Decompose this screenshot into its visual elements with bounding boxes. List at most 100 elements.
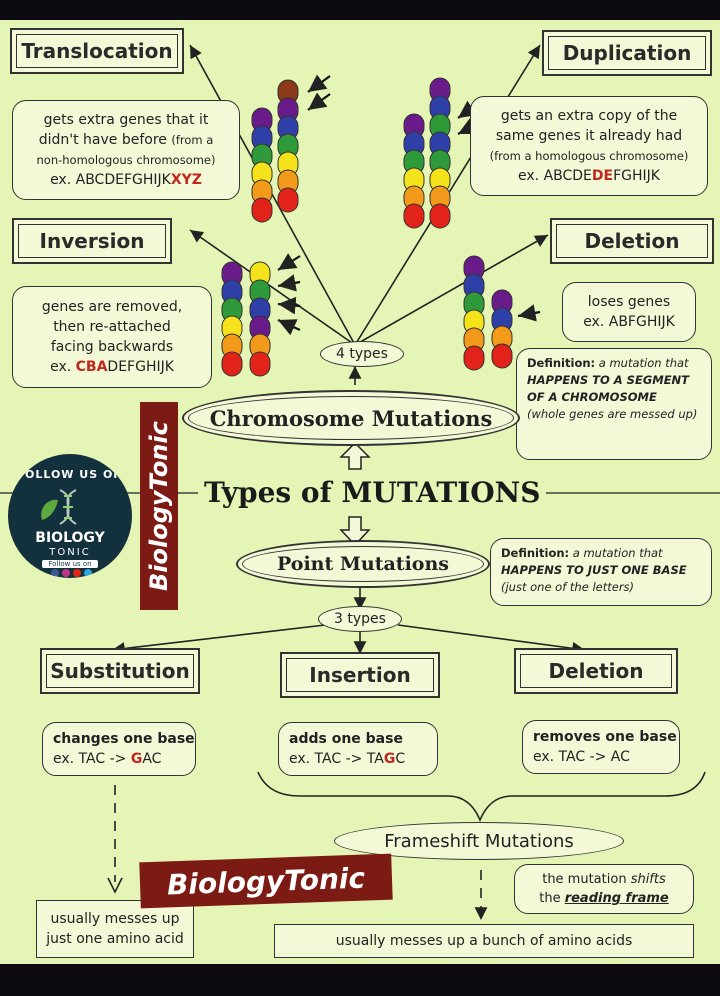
duplication-chromosome-b-band: [429, 203, 451, 229]
chromosome-mutations-ellipse: Chromosome Mutations: [182, 390, 520, 446]
translocation-line2b: (from a: [171, 133, 214, 147]
point-deletion-title-box: Deletion: [514, 648, 678, 694]
point-types-count: 3 types: [318, 606, 402, 632]
frameshift-note-b: shifts: [630, 872, 666, 887]
connector-lines: [0, 44, 720, 920]
point-definition-tail: (just one of the letters): [501, 580, 635, 594]
result-one-line2: just one amino acid: [46, 931, 184, 947]
instagram-icon[interactable]: [61, 569, 70, 577]
badge-line1: BIOLOGY: [35, 530, 105, 546]
duplication-title: Duplication: [548, 36, 706, 70]
chromosome-definition-prefix: Definition:: [527, 356, 596, 370]
result-one-amino-acid: usually messes up just one amino acid: [36, 900, 194, 958]
infographic-canvas: Translocation Duplication Inversion Dele…: [0, 20, 720, 964]
translocation-arrow-2: [307, 92, 331, 111]
duplication-example: ex. ABCDE: [518, 168, 592, 184]
result-one-line1: usually messes up: [50, 911, 180, 927]
inversion-chromosome-a: [221, 261, 243, 377]
chromosome-deletion-title-box: Deletion: [550, 218, 714, 264]
deletion-chromosome-b: [491, 289, 513, 369]
translocation-example-highlight: XYZ: [170, 172, 202, 188]
point-mutations-label: Point Mutations: [242, 546, 484, 582]
substitution-description: changes one base ex. TAC -> GAC: [42, 722, 196, 776]
deletion-chromosome-a: [463, 255, 485, 371]
translocation-chromosome-b: [277, 79, 299, 213]
chromosome-deletion-example: ex. ABFGHIJK: [583, 314, 675, 330]
duplication-title-box: Duplication: [542, 30, 712, 76]
inversion-chromosome-b-band: [249, 351, 271, 377]
page-title: Types of MUTATIONS: [198, 476, 547, 509]
duplication-line2: same genes it already had: [495, 128, 683, 144]
frameshift-note-d: reading frame: [564, 891, 669, 906]
translocation-example: ex. ABCDEFGHIJK: [50, 172, 171, 188]
translocation-line3: non-homologous chromosome): [36, 153, 216, 167]
inversion-line1: genes are removed,: [41, 299, 183, 315]
follow-us-badge[interactable]: FOLLOW US ON BIOLOGY TONIC Follow us on: [8, 454, 132, 578]
inversion-title-box: Inversion: [12, 218, 172, 264]
insertion-title: Insertion: [286, 658, 434, 692]
point-definition: Definition: a mutation that HAPPENS TO J…: [490, 538, 712, 606]
inversion-line3: facing backwards: [50, 339, 174, 355]
duplication-chromosome-b: [429, 77, 451, 229]
substitution-title-box: Substitution: [40, 648, 200, 694]
chromosome-types-count: 4 types: [320, 341, 404, 367]
badge-arc-text: FOLLOW US ON: [16, 468, 124, 481]
duplication-line1: gets an extra copy of the: [500, 108, 678, 124]
insertion-example-highlight: G: [383, 751, 396, 767]
chromosome-deletion-title: Deletion: [556, 224, 708, 258]
chromosome-definition: Definition: a mutation that HAPPENS TO A…: [516, 348, 712, 460]
inversion-arrow-3: [277, 296, 301, 315]
insertion-title-box: Insertion: [280, 652, 440, 698]
social-icons[interactable]: [46, 569, 96, 577]
chromosome-mutations-label: Chromosome Mutations: [188, 396, 514, 440]
dna-icon: [41, 489, 77, 525]
translocation-title: Translocation: [16, 34, 178, 68]
point-definition-lead: a mutation that: [572, 546, 663, 560]
badge-line2: TONIC: [49, 547, 91, 558]
frameshift-note: the mutation shifts the reading frame: [514, 864, 694, 914]
insertion-example-suffix: C: [395, 751, 406, 767]
insertion-example: ex. TAC -> TA: [289, 751, 384, 767]
chromosome-definition-bold: HAPPENS TO A SEGMENT OF A CHROMOSOME: [527, 373, 690, 404]
point-deletion-title: Deletion: [520, 654, 672, 688]
translocation-line2a: didn't have before: [38, 132, 167, 148]
deletion-chromosome-b-band: [491, 343, 513, 369]
point-definition-bold: HAPPENS TO JUST ONE BASE: [501, 563, 687, 577]
insertion-line1: adds one base: [289, 731, 403, 747]
translocation-line1: gets extra genes that it: [43, 112, 209, 128]
inversion-arrow-1: [277, 253, 301, 271]
inversion-description: genes are removed, then re-attached faci…: [12, 286, 212, 388]
point-deletion-line1: removes one base: [533, 729, 677, 745]
duplication-description: gets an extra copy of the same genes it …: [470, 96, 708, 196]
chromosome-deletion-description: loses genes ex. ABFGHIJK: [562, 282, 696, 342]
translocation-chromosome-a-band: [251, 197, 273, 223]
result-many-amino-acids: usually messes up a bunch of amino acids: [274, 924, 694, 958]
duplication-chromosome-a-band: [403, 203, 425, 229]
inversion-example: ex.: [50, 359, 72, 375]
point-mutations-ellipse: Point Mutations: [236, 540, 490, 588]
translocation-chromosome-a: [251, 107, 273, 223]
point-deletion-example: ex. TAC -> AC: [533, 749, 630, 765]
chromosome-definition-tail: (whole genes are messed up): [527, 407, 698, 421]
inversion-title: Inversion: [18, 224, 166, 258]
inversion-arrow-2: [277, 274, 301, 292]
telegram-icon[interactable]: [83, 569, 92, 577]
substitution-title: Substitution: [46, 654, 194, 688]
substitution-example-highlight: G: [130, 751, 143, 767]
deletion-chromosome-a-band: [463, 345, 485, 371]
inversion-example-highlight: CBA: [75, 359, 108, 375]
frameshift-note-a: the mutation: [542, 872, 631, 887]
duplication-example-suffix: FGHIJK: [613, 168, 660, 184]
deletion-arrow: [517, 304, 541, 322]
inversion-line2: then re-attached: [53, 319, 171, 335]
point-definition-prefix: Definition:: [501, 546, 570, 560]
translocation-description: gets extra genes that it didn't have bef…: [12, 100, 240, 200]
youtube-icon[interactable]: [72, 569, 81, 577]
inversion-chromosome-b: [249, 261, 271, 377]
duplication-chromosome-a: [403, 113, 425, 229]
duplication-example-highlight: DE: [591, 168, 614, 184]
badge-line3: Follow us on: [42, 560, 98, 568]
inversion-arrow-4: [277, 318, 301, 336]
facebook-icon[interactable]: [50, 569, 59, 577]
substitution-example: ex. TAC ->: [53, 751, 131, 767]
